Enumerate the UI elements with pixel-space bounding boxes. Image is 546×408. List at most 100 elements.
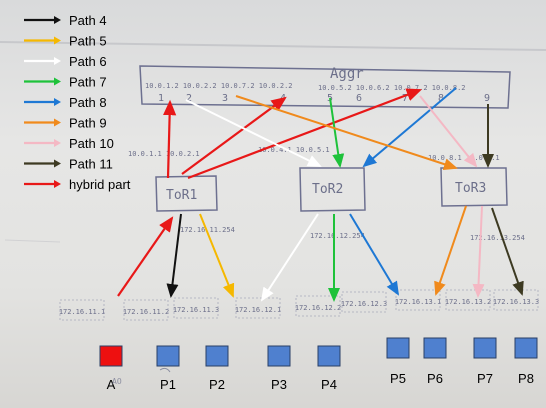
host-square-icon <box>267 345 291 367</box>
host-ip-label: 172.16.11.2 <box>123 308 169 316</box>
path10-arrow-aggr-to-tor3 <box>419 95 478 168</box>
host-name-label: A <box>107 377 116 392</box>
host-square-icon <box>156 345 180 367</box>
legend-item: Path 6 <box>24 54 107 69</box>
legend-label: Path 7 <box>69 75 107 90</box>
tor3-switch: ToR3 <box>440 167 508 207</box>
path5-arrow <box>199 213 235 298</box>
host-ip-box <box>123 299 169 321</box>
path8-arrow-aggr-to-tor2 <box>362 87 457 168</box>
legend-label: Path 9 <box>69 116 107 131</box>
host-ip-box <box>173 297 219 319</box>
legend-item: Path 4 <box>24 13 107 28</box>
tor2-switch: ToR2 <box>299 167 366 212</box>
host-ip-label: 172.16.12.1 <box>235 306 281 314</box>
aggr-port-number: 8 <box>438 93 444 104</box>
aggr-port-ips: 10.0.1.2 10.0.2.2 10.0.7.2 10.0.2.2 <box>145 82 293 90</box>
path6-arrow-aggr-to-tor2 <box>185 99 322 167</box>
hosts: A P1 P2 P3 P4 P5 P6 P7 P8 <box>99 337 538 392</box>
host-ip-label: 172.16.12.2 <box>295 304 341 312</box>
host-square-icon <box>423 337 447 359</box>
host-ip-box <box>59 299 105 321</box>
tor2-uplink-ips: 10.0.4.1 10.0.5.1 <box>258 146 330 154</box>
host-ip-label: 172.16.12.3 <box>341 300 387 308</box>
host-ip-label: 172.16.11.3 <box>173 306 219 314</box>
legend-item: Path 5 <box>24 34 107 49</box>
aggr-port-number: 9 <box>484 93 490 104</box>
aggr-port-number: 1 <box>158 93 164 104</box>
host-square-icon <box>386 337 410 359</box>
hybrid-arrow-tor1-to-aggr-7 <box>187 88 423 180</box>
path7-arrow-aggr-to-tor2 <box>329 97 345 168</box>
legend-label: Path 8 <box>69 95 107 110</box>
aggr-label: Aggr <box>330 66 364 82</box>
path8-arrow-tor2-to-p5 <box>349 213 400 296</box>
legend: Path 4 Path 5 Path 6 Path 7 Path 8 Path 9 Path… <box>24 13 131 192</box>
legend-label: Path 11 <box>69 157 113 172</box>
hybrid-arrow-tor1-to-aggr-1 <box>163 99 177 179</box>
host-ip-label: 172.16.13.3 <box>493 298 539 306</box>
host-name-label: P8 <box>518 371 534 386</box>
board-smudge <box>4 239 61 243</box>
host-ip-box <box>445 289 491 311</box>
legend-arrowhead-icon <box>54 159 61 168</box>
tor1-uplink-ips: 10.0.1.1 10.0.2.1 <box>128 150 200 158</box>
path9-arrow-aggr-to-tor3 <box>235 95 458 170</box>
legend-arrowhead-icon <box>54 77 61 86</box>
aggr-port-number: 7 <box>402 93 408 104</box>
legend-arrowhead-icon <box>54 57 61 65</box>
host-ip-box <box>341 291 387 313</box>
aggr-port-number: 3 <box>222 93 228 104</box>
aggr-switch: Aggr 10.0.1.2 10.0.2.2 10.0.7.2 10.0.2.2… <box>139 65 511 109</box>
path-arrows <box>117 87 524 302</box>
legend-item: Path 8 <box>24 95 107 110</box>
tor2-label: ToR2 <box>312 182 343 197</box>
tor3-downlink-ips: 172.16.13.254 <box>470 234 525 242</box>
host-square-icon <box>473 337 497 359</box>
legend-arrowhead-icon <box>54 16 61 24</box>
aggr-switch-box <box>139 65 511 109</box>
legend-label: Path 4 <box>69 13 107 28</box>
host-ip-label: 172.16.13.2 <box>445 298 491 306</box>
host-ip-box <box>395 289 441 311</box>
legend-item: Path 11 <box>24 157 113 172</box>
host-square-icon <box>205 345 229 367</box>
host-name-label: P5 <box>390 371 406 386</box>
path11-arrow-tor3-to-p8 <box>491 207 524 296</box>
legend-arrowhead-icon <box>54 98 61 106</box>
legend-label: Path 10 <box>69 136 114 151</box>
legend-item: Path 9 <box>24 116 107 131</box>
host-name-label: P4 <box>321 377 337 392</box>
host-name-label: P6 <box>427 371 443 386</box>
host-name-label: P3 <box>271 377 287 392</box>
host-square-icon <box>99 345 123 367</box>
tor1-label: ToR1 <box>166 188 197 203</box>
tor2-downlink-ips: 172.16.12.254 <box>310 232 365 240</box>
board-scribble-mark <box>159 367 171 373</box>
legend-label: Path 6 <box>69 54 107 69</box>
host-name-label: P2 <box>209 377 225 392</box>
legend-item: hybrid part <box>24 177 131 192</box>
legend-item: Path 10 <box>24 136 114 151</box>
tor1-switch: ToR1 <box>155 175 218 212</box>
host-ip-box <box>295 295 341 317</box>
host-ip-label: 172.16.11.1 <box>59 308 105 316</box>
host-ip-label: 172.16.13.1 <box>395 298 441 306</box>
host-square-icon <box>317 345 341 367</box>
legend-label: hybrid part <box>69 177 131 192</box>
board-edge-line <box>0 41 546 51</box>
host-ip-labels: 172.16.11.1 172.16.11.2 172.16.11.3 172.16.… <box>59 289 539 321</box>
aggr-port-ips-right: 10.0.5.2 10.0.6.2 10.0.7.2 10.0.8.2 <box>318 84 466 92</box>
host-name-label: P7 <box>477 371 493 386</box>
aggr-port-number: 2 <box>186 93 192 104</box>
hybrid-arrow-a-to-tor1 <box>117 216 174 297</box>
aggr-port-number: 6 <box>356 93 362 104</box>
legend-item: Path 7 <box>24 75 107 90</box>
path4-arrow <box>166 213 182 298</box>
host-ip-box <box>235 297 281 319</box>
legend-arrowhead-icon <box>54 36 61 45</box>
host-name-label: P1 <box>160 377 176 392</box>
path9-arrow-tor3-to-p6 <box>434 205 467 296</box>
legend-arrowhead-icon <box>54 180 61 188</box>
